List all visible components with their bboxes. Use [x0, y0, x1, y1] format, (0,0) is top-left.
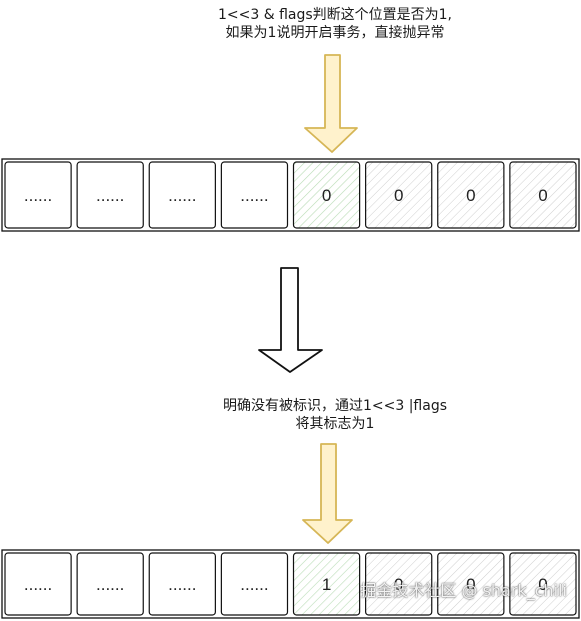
bit-cell-value: 0: [466, 575, 475, 594]
bit-row-before: ........................ 0 0 0 0: [1, 158, 580, 232]
bit-cell: [509, 161, 577, 229]
bit-cell: [148, 552, 216, 616]
bit-cell: [4, 161, 72, 229]
bit-cell: [220, 552, 289, 616]
middle-annotation-line-2: 将其标志为1: [295, 416, 375, 432]
watermark: 掘金技术社区 @ shark_chili: [360, 581, 567, 600]
middle-annotation: 明确没有被标识，通过1<<3 |flags 将其标志为1: [150, 397, 520, 433]
bit-cell-value: ......: [24, 186, 52, 205]
bit-cell: [509, 552, 577, 616]
top-annotation: 1<<3 & flags判断这个位置是否为1, 如果为1说明开启事务，直接抛异常: [150, 6, 520, 42]
bit-cell: [292, 161, 361, 229]
bit-cell: [292, 552, 361, 616]
bit-cell-value: 1: [322, 575, 331, 594]
top-annotation-line-2: 如果为1说明开启事务，直接抛异常: [225, 25, 445, 41]
bit-cell-value: 0: [394, 186, 403, 205]
bit-cell: [220, 161, 289, 229]
bit-row-after: ........................ 1 0 0 0: [1, 549, 580, 619]
down-arrow-icon: [258, 267, 323, 373]
bit-cell: [365, 552, 433, 616]
bit-cell-value: ......: [168, 575, 196, 594]
bit-cell: [365, 161, 433, 229]
bit-cell: [76, 161, 144, 229]
bit-cell-value: ......: [24, 575, 52, 594]
bit-cell: [76, 552, 144, 616]
middle-annotation-line-1: 明确没有被标识，通过1<<3 |flags: [222, 398, 448, 414]
bit-cell-value: ......: [96, 186, 124, 205]
bit-cell-value: ......: [240, 186, 268, 205]
bit-cell-value: ......: [168, 186, 196, 205]
bit-cell: [4, 552, 72, 616]
bit-cell: [148, 161, 216, 229]
bit-cell: [437, 161, 505, 229]
bit-cell-value: 0: [394, 575, 403, 594]
bit-cell-value: 0: [466, 186, 475, 205]
bit-cell-value: ......: [96, 575, 124, 594]
bit-cell-value: ......: [240, 575, 268, 594]
highlight-arrow-icon: [302, 443, 353, 544]
bit-cell-value: 0: [538, 575, 547, 594]
bit-cell: [437, 552, 505, 616]
bit-cell-value: 0: [322, 186, 331, 205]
highlight-arrow-icon: [304, 54, 358, 153]
bit-cell-value: 0: [538, 186, 547, 205]
top-annotation-line-1: 1<<3 & flags判断这个位置是否为1,: [217, 7, 453, 23]
